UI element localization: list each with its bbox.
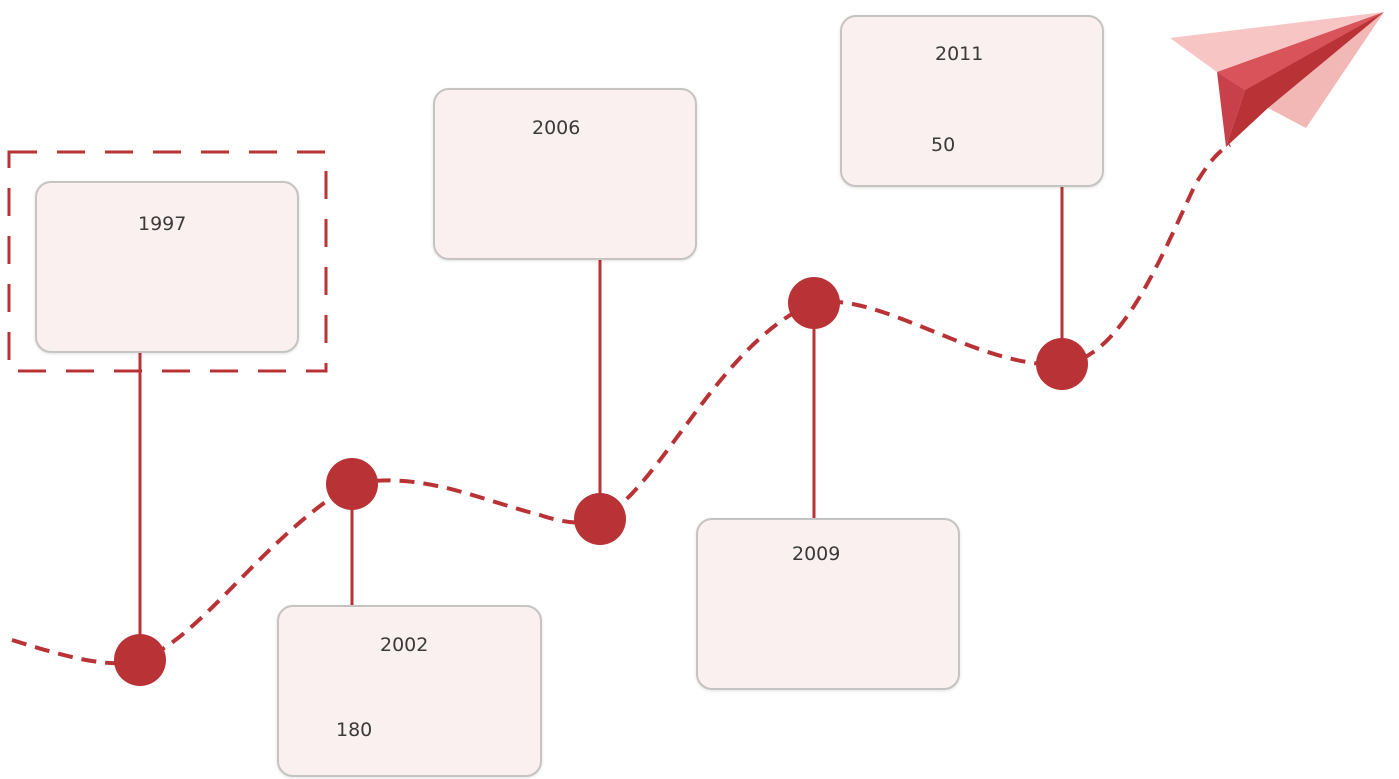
milestone-card-2009[interactable]: 2009: [696, 518, 960, 690]
node-2002[interactable]: [326, 458, 378, 510]
milestone-year: 1997: [138, 213, 187, 235]
node-2009[interactable]: [788, 277, 840, 329]
milestone-year: 2002: [380, 634, 429, 656]
milestone-card-1997[interactable]: 1997: [35, 181, 299, 353]
milestone-value: 180: [336, 719, 373, 741]
milestone-card-2006[interactable]: 2006: [433, 88, 697, 260]
milestone-year: 2011: [935, 43, 984, 65]
milestone-value: 50: [931, 134, 956, 156]
node-2006[interactable]: [574, 493, 626, 545]
selection-frame[interactable]: [7, 150, 328, 373]
node-2011[interactable]: [1036, 338, 1088, 390]
node-1997[interactable]: [114, 634, 166, 686]
milestone-year: 2006: [532, 117, 581, 139]
paper-plane-icon: [1170, 12, 1384, 147]
milestone-card-2011[interactable]: 2011 50: [840, 15, 1104, 187]
milestone-year: 2009: [792, 543, 841, 565]
growth-path: [11, 143, 1231, 666]
milestone-card-2002[interactable]: 2002 180: [277, 605, 542, 777]
